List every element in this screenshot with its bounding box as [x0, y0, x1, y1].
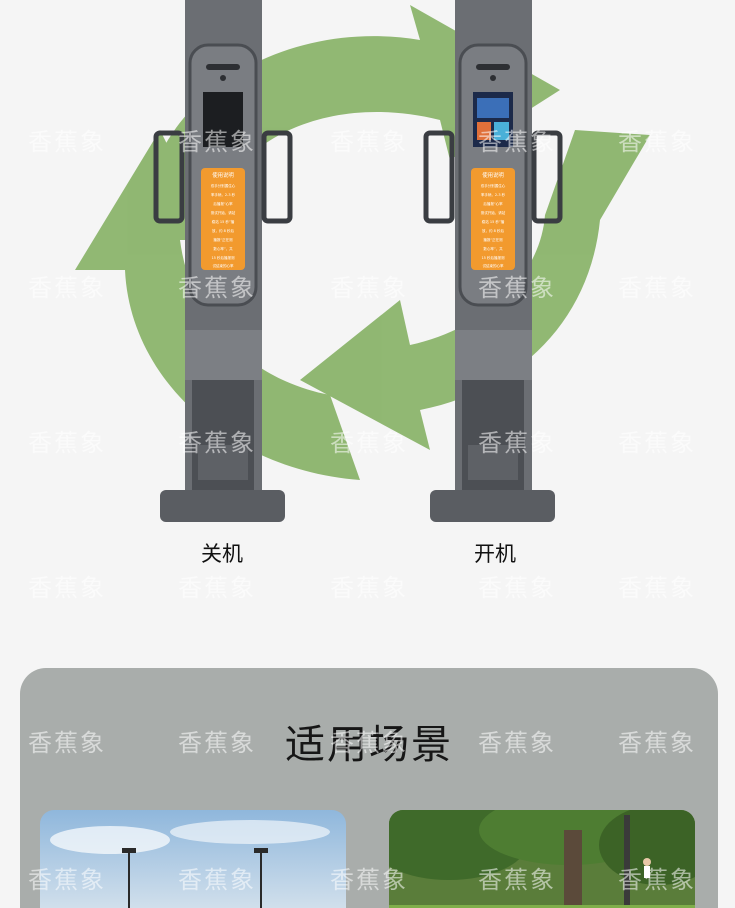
instruction-line: 放，约 8 秒后 [212, 228, 234, 233]
instruction-line: 播报“正在测 [213, 237, 233, 242]
instruction-line: 率手柄，2-3 秒 [481, 192, 506, 197]
product-comparison: 使用说明 双手分别握住心 率手柄，2-3 秒 后播报“心率 测试开始，请站 稳站… [75, 0, 650, 566]
instruction-line: 15 秒后播报测 [211, 255, 235, 260]
instruction-line: 稳站 15 秒”播 [212, 219, 235, 224]
instruction-panel-off [201, 168, 245, 270]
instruction-line: 试结束的心率 [483, 263, 504, 268]
instruction-title: 使用说明 [212, 171, 234, 179]
instruction-line: 后播报“心率 [483, 201, 503, 206]
device-on: 使用说明 双手分别握住心 率手柄，2-3 秒 后播报“心率 测试开始，请站 稳站… [423, 0, 563, 522]
instruction-text-off: 使用说明 双手分别握住心 率手柄，2-3 秒 后播报“心率 测试开始，请站 稳站… [211, 171, 236, 268]
park-trees-photo [389, 810, 695, 908]
device-off-caption: 关机 [201, 542, 243, 566]
instruction-title: 使用说明 [482, 171, 504, 179]
instruction-line: 双手分别握住心 [481, 183, 506, 188]
instruction-line: 后播报“心率 [213, 201, 233, 206]
scenes-section: 适用场景 [20, 668, 718, 908]
device-off: 使用说明 双手分别握住心 率手柄，2-3 秒 后播报“心率 测试开始，请站 稳站… [153, 0, 293, 522]
recycle-arrow-left [75, 130, 360, 480]
instruction-text-on: 使用说明 双手分别握住心 率手柄，2-3 秒 后播报“心率 测试开始，请站 稳站… [481, 171, 506, 268]
instruction-line: 率手柄，2-3 秒 [211, 192, 236, 197]
instruction-line: 双手分别握住心 [211, 183, 236, 188]
product-illustration: 使用说明 双手分别握住心 率手柄，2-3 秒 后播报“心率 测试开始，请站 稳站… [75, 0, 650, 522]
instruction-line: 数心率”，共 [213, 246, 233, 251]
sports-field-photo [40, 810, 346, 908]
instruction-line: 数心率”，共 [483, 246, 503, 251]
recycle-arrows-graphic [75, 5, 650, 480]
instruction-line: 播报“正在测 [483, 237, 503, 242]
instruction-line: 测试开始，请站 [211, 210, 236, 215]
instruction-line: 试结束的心率 [213, 263, 234, 268]
instruction-line: 放，约 8 秒后 [482, 228, 504, 233]
instruction-line: 稳站 15 秒”播 [482, 219, 505, 224]
instruction-line: 15 秒后播报测 [481, 255, 505, 260]
scenes-title: 适用场景 [285, 722, 453, 768]
instruction-line: 测试开始，请站 [481, 210, 506, 215]
device-on-caption: 开机 [474, 542, 516, 566]
instruction-panel-on [471, 168, 515, 270]
